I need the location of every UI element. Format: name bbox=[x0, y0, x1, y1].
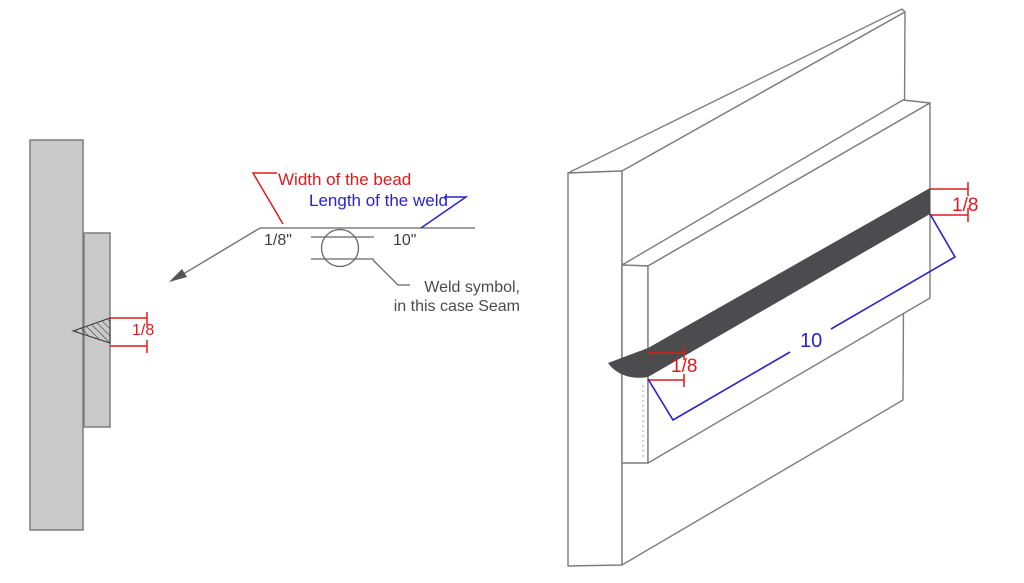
iso-bead-width-dim-right: 1/8 bbox=[952, 195, 979, 216]
weld-symbol-note-line2: in this case Seam bbox=[393, 298, 520, 315]
leader-line bbox=[174, 227, 261, 280]
note-leader-line bbox=[372, 259, 410, 286]
weld-callout bbox=[174, 227, 475, 286]
iso-view bbox=[567, 8, 931, 567]
iso-bead-width-dim-left: 1/8 bbox=[671, 356, 698, 377]
section-bead-width-dim: 1/8 bbox=[132, 322, 155, 339]
weld-symbol-note: Weld symbol, in this case Seam bbox=[370, 278, 520, 316]
leader-arrowhead-icon bbox=[169, 269, 187, 282]
width-label-leader bbox=[251, 172, 284, 225]
iso-weld-length-dim: 10 bbox=[800, 330, 823, 352]
width-of-bead-label: Width of the bead bbox=[278, 170, 412, 189]
seam-weld-symbol-circle bbox=[320, 228, 360, 268]
section-view bbox=[29, 139, 111, 531]
iso-length-dimension bbox=[647, 213, 957, 422]
iso-weld-seam bbox=[608, 188, 930, 378]
weld-symbol-note-line1: Weld symbol, bbox=[424, 279, 520, 296]
weld-bead-triangle bbox=[71, 317, 111, 344]
iso-width-dimension-right bbox=[930, 182, 969, 222]
length-of-weld-label: Length of the weld bbox=[309, 191, 448, 210]
section-dimension-lines bbox=[110, 312, 148, 353]
weld-length-value: 10" bbox=[393, 232, 417, 249]
section-back-plate bbox=[29, 139, 84, 531]
iso-width-dimension-left bbox=[648, 347, 685, 387]
length-label-leader bbox=[420, 196, 469, 229]
bead-width-value: 1/8" bbox=[264, 232, 292, 249]
